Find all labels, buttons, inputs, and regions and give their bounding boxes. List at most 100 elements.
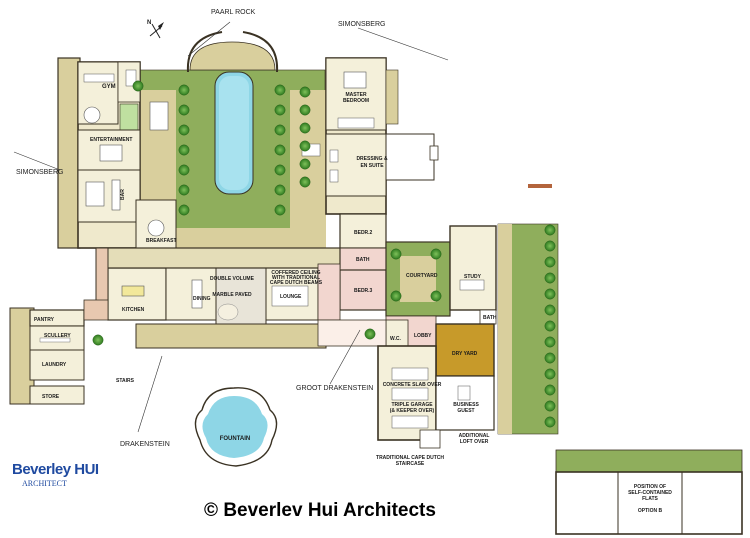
note-coffered-2: WITH TRADITIONAL [272,275,320,281]
tree-icon [544,368,556,380]
copyright-text: © Beverlev Hui Architects [204,500,436,521]
tree-icon [390,290,402,302]
note-coffered-1: COFFERED CEILING [271,270,320,276]
tree-icon [299,140,311,152]
logo-sub: ARCHITECT [22,479,67,488]
copyright-notice: © Beverlev Hui Architects [0,500,750,522]
tree-icon [274,104,286,116]
hall-marble [217,303,239,321]
compass-label: N [147,20,151,26]
garage-bay-1 [391,367,429,381]
note-concrete-slab: CONCRETE SLAB OVER [383,382,442,388]
tree-icon [544,240,556,252]
master-bath [337,117,375,129]
dressing-ensuite [325,133,387,197]
breakfast-table [147,219,165,237]
logo-brand-a: Beverley [12,461,71,478]
label-guest-1: BUSINESS [453,402,479,408]
label-dining: DINING [193,296,211,302]
tree-icon [178,184,190,196]
compass-icon [149,22,164,39]
tree-group [92,80,556,428]
laundry-room [29,349,85,381]
tree-icon [299,86,311,98]
tree-icon [178,84,190,96]
tree-icon [274,124,286,136]
view-arrow-simonsberg-top [357,27,449,61]
label-simonsberg-top: SIMONSBERG [338,21,385,28]
label-bath: BATH [356,257,370,263]
pool-terrace [189,41,276,71]
tree-icon [274,204,286,216]
tree-icon [92,334,104,346]
note-double-volume-1: DOUBLE VOLUME [210,276,255,282]
label-bedr3: BEDR.3 [354,288,373,294]
label-dressing-2: EN SUITE [360,163,384,169]
dining-room [165,267,217,321]
label-bedr2: BEDR.2 [354,230,373,236]
flats-block [555,471,743,535]
guest-bed [457,385,471,401]
lawn-paving-south [140,228,326,250]
label-master-bedroom-1: MASTER [345,92,367,98]
tree-icon [132,80,144,92]
dining-table [191,279,203,309]
label-pantry: PANTRY [34,317,55,323]
tree-icon [544,416,556,428]
tree-icon [274,184,286,196]
tree-icon [299,104,311,116]
spa-tub [83,106,101,124]
dressing-closet-1 [329,149,339,163]
label-dressing-1: DRESSING & [356,156,388,162]
tree-icon [178,104,190,116]
kitchen-link [83,299,109,321]
label-loft-2: LOFT OVER [460,439,489,445]
label-kitchen: KITCHEN [122,307,145,313]
note-coffered-3: CAPE DUTCH BEAMS [270,280,323,286]
bedr3-room [339,269,387,311]
dressing-closet-2 [329,169,339,183]
label-dry-yard: DRY YARD [452,351,478,357]
tree-icon [299,176,311,188]
note-stair-1: TRADITIONAL CAPE DUTCH [376,455,444,461]
label-wc: W.C. [390,336,401,342]
label-breakfast: BREAKFAST [146,238,177,244]
tree-icon [544,272,556,284]
label-flats-1: POSITION OF [634,484,666,490]
tree-icon [274,84,286,96]
courtyard-paving [400,256,436,302]
passage [317,263,341,321]
tree-icon [274,164,286,176]
pool-inner [219,76,249,190]
garage-stair [419,429,441,449]
label-fountain: FOUNTAIN [220,436,251,442]
fountain [194,387,278,467]
tree-icon [544,320,556,332]
dry-yard [435,323,495,377]
view-arrow-simonsberg-left [13,151,61,171]
lawn-paving-east [290,90,326,250]
guest-block [435,375,495,431]
flats-lawn [555,449,743,473]
tree-icon [430,248,442,260]
south-veranda [135,323,327,349]
label-flats-3: FLATS [642,496,658,502]
tree-icon [544,352,556,364]
label-flats-2: SELF-CONTAINED [628,490,672,496]
south-terrace [317,319,387,347]
bar-counter [111,179,121,211]
garage-bay-3 [391,415,429,429]
tree-icon [544,336,556,348]
label-option-b: OPTION B [638,508,663,514]
gym-equipment-2 [125,69,137,87]
house-band [99,247,341,269]
bench [528,184,552,188]
tree-icon [544,400,556,412]
dressing-terrace-col [429,145,439,161]
label-study: STUDY [464,274,482,280]
tree-icon [299,158,311,170]
sofa-entertainment [99,144,123,162]
tree-icon [299,122,311,134]
tree-icon [274,144,286,156]
